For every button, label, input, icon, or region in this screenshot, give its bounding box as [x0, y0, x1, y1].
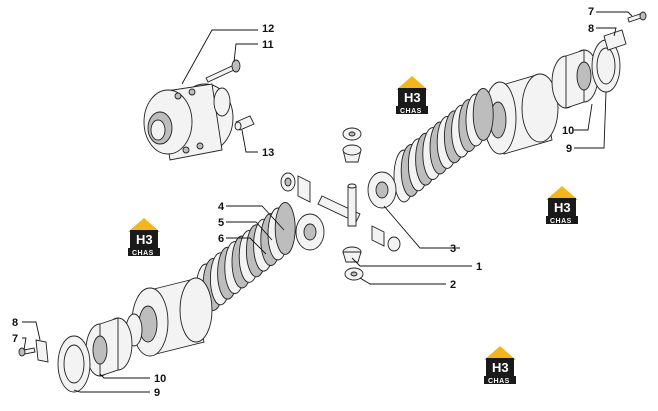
callout-4: 4 [218, 201, 225, 213]
callout-9-top: 9 [566, 143, 572, 155]
screw-7-top [627, 11, 647, 23]
callout-7-top: 7 [588, 6, 594, 18]
bracket-8-bottom [35, 339, 49, 363]
ring-9-top [591, 39, 621, 93]
watermark-logo-4: H3 CHAS [484, 346, 516, 385]
bearing-10-top [551, 49, 599, 109]
callout-13: 13 [262, 147, 274, 159]
screw-7-bottom [18, 347, 36, 357]
clutch-disc [274, 201, 296, 255]
logo-caption: CHAS [488, 378, 510, 385]
bolt-11 [205, 59, 241, 83]
housing-left [125, 277, 213, 357]
callout-7-bottom: 7 [12, 333, 18, 345]
bracket-8-top [603, 29, 627, 51]
logo-mark: H3 [136, 232, 153, 247]
logo-caption: CHAS [132, 250, 154, 257]
logo-mark: H3 [554, 200, 571, 215]
leader-lines [22, 11, 633, 393]
clutch-disc-pack-lower [195, 201, 296, 317]
callout-9-bottom: 9 [154, 387, 160, 399]
callout-5: 5 [218, 217, 224, 229]
watermark-logo-2: H3 CHAS [546, 186, 578, 225]
differential-spider-assembly [280, 127, 401, 281]
callout-2: 2 [450, 279, 456, 291]
logo-roof [128, 218, 160, 232]
watermark-logo-3: H3 CHAS [128, 218, 160, 257]
callout-1: 1 [476, 261, 482, 273]
logo-roof [396, 76, 428, 90]
bearing-10-bottom [85, 317, 133, 377]
clutch-disc-pack-upper [393, 87, 494, 203]
ring-9-bottom [57, 335, 91, 393]
logo-roof [546, 186, 578, 200]
callout-10-bottom: 10 [154, 373, 166, 385]
callout-labels: 12 11 13 7 8 10 9 4 5 6 3 1 2 8 7 10 9 [12, 6, 594, 399]
logo-caption: CHAS [550, 218, 572, 225]
callout-6: 6 [218, 233, 224, 245]
callout-8-top: 8 [588, 23, 594, 35]
callout-3: 3 [450, 243, 456, 255]
logo-caption: CHAS [400, 108, 422, 115]
watermark-logo-1: H3 CHAS [396, 76, 428, 115]
housing-right [483, 73, 559, 155]
pin-13 [234, 115, 255, 131]
callout-11: 11 [262, 39, 274, 51]
callout-8-bottom: 8 [12, 317, 18, 329]
logo-mark: H3 [404, 90, 421, 105]
logo-roof [484, 346, 516, 360]
differential-housing-assembled [143, 83, 234, 161]
logo-mark: H3 [492, 360, 509, 375]
callout-12: 12 [262, 23, 274, 35]
callout-10-top: 10 [562, 125, 574, 137]
clutch-disc [472, 87, 494, 141]
